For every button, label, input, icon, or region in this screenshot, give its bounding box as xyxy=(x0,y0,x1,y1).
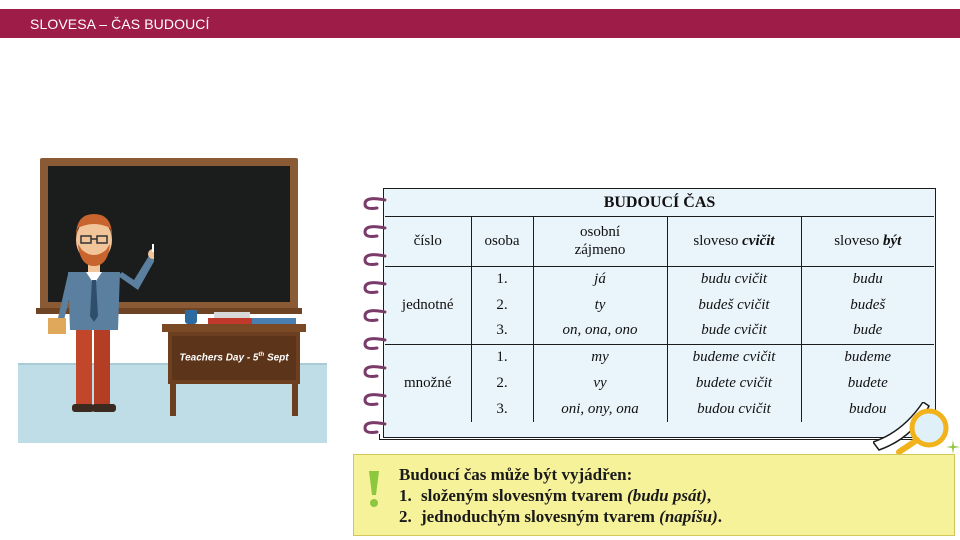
note-item-example: (budu psát) xyxy=(627,486,707,505)
cell-byt: budeme xyxy=(800,343,934,370)
col-header-cvicit-prefix: sloveso xyxy=(693,233,743,249)
paper-edge xyxy=(379,434,935,440)
spiral-binding-icon xyxy=(363,197,387,434)
cell-zajmeno: ty xyxy=(532,292,667,318)
title-bar: SLOVESA – ČAS BUDOUCÍ xyxy=(0,9,960,38)
chalkboard-ledge xyxy=(36,308,302,314)
cell-zajmeno: já xyxy=(532,266,667,292)
book xyxy=(208,318,252,324)
col-header-cvicit-verb: cvičit xyxy=(742,233,775,249)
col-header-byt: sloveso být xyxy=(800,216,934,267)
note-text: Budoucí čas může být vyjádřen: 1. složený… xyxy=(399,464,722,527)
note-item-text: jednoduchým slovesným tvarem xyxy=(421,507,660,526)
col-header-zajmeno-line1: osobní xyxy=(579,224,620,240)
future-tense-table: BUDOUCÍ ČAS číslo osoba osobní zájmeno s… xyxy=(385,190,934,422)
note-item-text: složeným slovesným tvarem xyxy=(421,486,628,505)
grammar-notebook: BUDOUCÍ ČAS číslo osoba osobní zájmeno s… xyxy=(355,184,949,454)
col-header-zajmeno: osobní zájmeno xyxy=(532,216,667,267)
book-stack xyxy=(214,312,250,318)
pencil-cup xyxy=(185,310,197,324)
cell-cvicit: budou cvičit xyxy=(666,396,801,422)
note-heading: Budoucí čas může být vyjádřen: xyxy=(399,465,633,484)
cell-osoba: 3. xyxy=(470,318,533,344)
cell-byt: budu xyxy=(800,266,934,292)
cell-osoba: 3. xyxy=(470,396,533,422)
table-row: 2. vy budete cvičit budete xyxy=(385,370,934,396)
note-item-number: 1. xyxy=(399,486,412,505)
col-header-cislo: číslo xyxy=(385,216,471,267)
cell-cvicit: budu cvičit xyxy=(666,266,801,292)
cell-byt: budete xyxy=(800,370,934,396)
cell-byt: budeš xyxy=(800,292,934,318)
cell-byt: bude xyxy=(800,318,934,344)
cell-cvicit: budete cvičit xyxy=(666,370,801,396)
table-row: 2. ty budeš cvičit budeš xyxy=(385,292,934,318)
cell-cvicit: bude cvičit xyxy=(666,318,801,344)
sparkle-icon xyxy=(946,440,960,454)
col-header-byt-verb: být xyxy=(882,233,902,249)
note-item-example: (napíšu) xyxy=(659,507,718,526)
table-row: 3. on, ona, ono bude cvičit bude xyxy=(385,318,934,344)
cell-cvicit: budeš cvičit xyxy=(666,292,801,318)
col-header-cvicit: sloveso cvičit xyxy=(666,216,801,267)
note-box: Budoucí čas může být vyjádřen: 1. složený… xyxy=(353,454,955,536)
group-label-plural: množné xyxy=(385,343,471,422)
cell-zajmeno: on, ona, ono xyxy=(532,318,667,344)
note-item-tail: . xyxy=(717,507,722,526)
note-item-tail: , xyxy=(706,486,712,505)
desk-leg xyxy=(292,384,298,416)
table-row: jednotné 1. já budu cvičit budu xyxy=(385,266,934,313)
cell-zajmeno: oni, ony, ona xyxy=(532,396,667,422)
desk-caption: Teachers Day - 5th Sept xyxy=(179,352,289,364)
slide-title: SLOVESA – ČAS BUDOUCÍ xyxy=(30,16,210,32)
cell-zajmeno: my xyxy=(532,343,667,370)
magnifying-glass-icon xyxy=(873,402,949,454)
cell-osoba: 2. xyxy=(470,292,533,318)
table-row: 3. oni, ony, ona budou cvičit budou xyxy=(385,396,934,422)
cell-osoba: 1. xyxy=(470,266,533,292)
col-header-osoba: osoba xyxy=(470,216,533,267)
note-item: 1. složeným slovesným tvarem (budu psát), xyxy=(399,485,722,506)
table-caption: BUDOUCÍ ČAS xyxy=(385,190,934,217)
group-label-singular: jednotné xyxy=(401,296,454,313)
cell-cvicit: budeme cvičit xyxy=(666,343,801,370)
cell-zajmeno: vy xyxy=(532,370,667,396)
note-item: 2. jednoduchým slovesným tvarem (napíšu). xyxy=(399,506,722,527)
teacher-figure xyxy=(48,214,154,412)
classroom-illustration: Teachers Day - 5th Sept xyxy=(18,158,328,444)
exclamation-icon xyxy=(369,471,379,507)
note-item-number: 2. xyxy=(399,507,412,526)
table-row: množné 1. my budeme cvičit budeme xyxy=(385,343,934,422)
col-header-zajmeno-line2: zájmeno xyxy=(574,242,626,258)
desk-top xyxy=(162,324,306,332)
book xyxy=(252,318,296,324)
cell-byt: budou xyxy=(800,396,934,422)
col-header-byt-prefix: sloveso xyxy=(834,233,883,249)
desk-panel: Teachers Day - 5th Sept xyxy=(172,336,296,380)
desk-leg xyxy=(170,384,176,416)
cell-osoba: 1. xyxy=(470,343,533,370)
cell-osoba: 2. xyxy=(470,370,533,396)
table-header-row: číslo osoba osobní zájmeno sloveso cviči… xyxy=(385,216,934,267)
